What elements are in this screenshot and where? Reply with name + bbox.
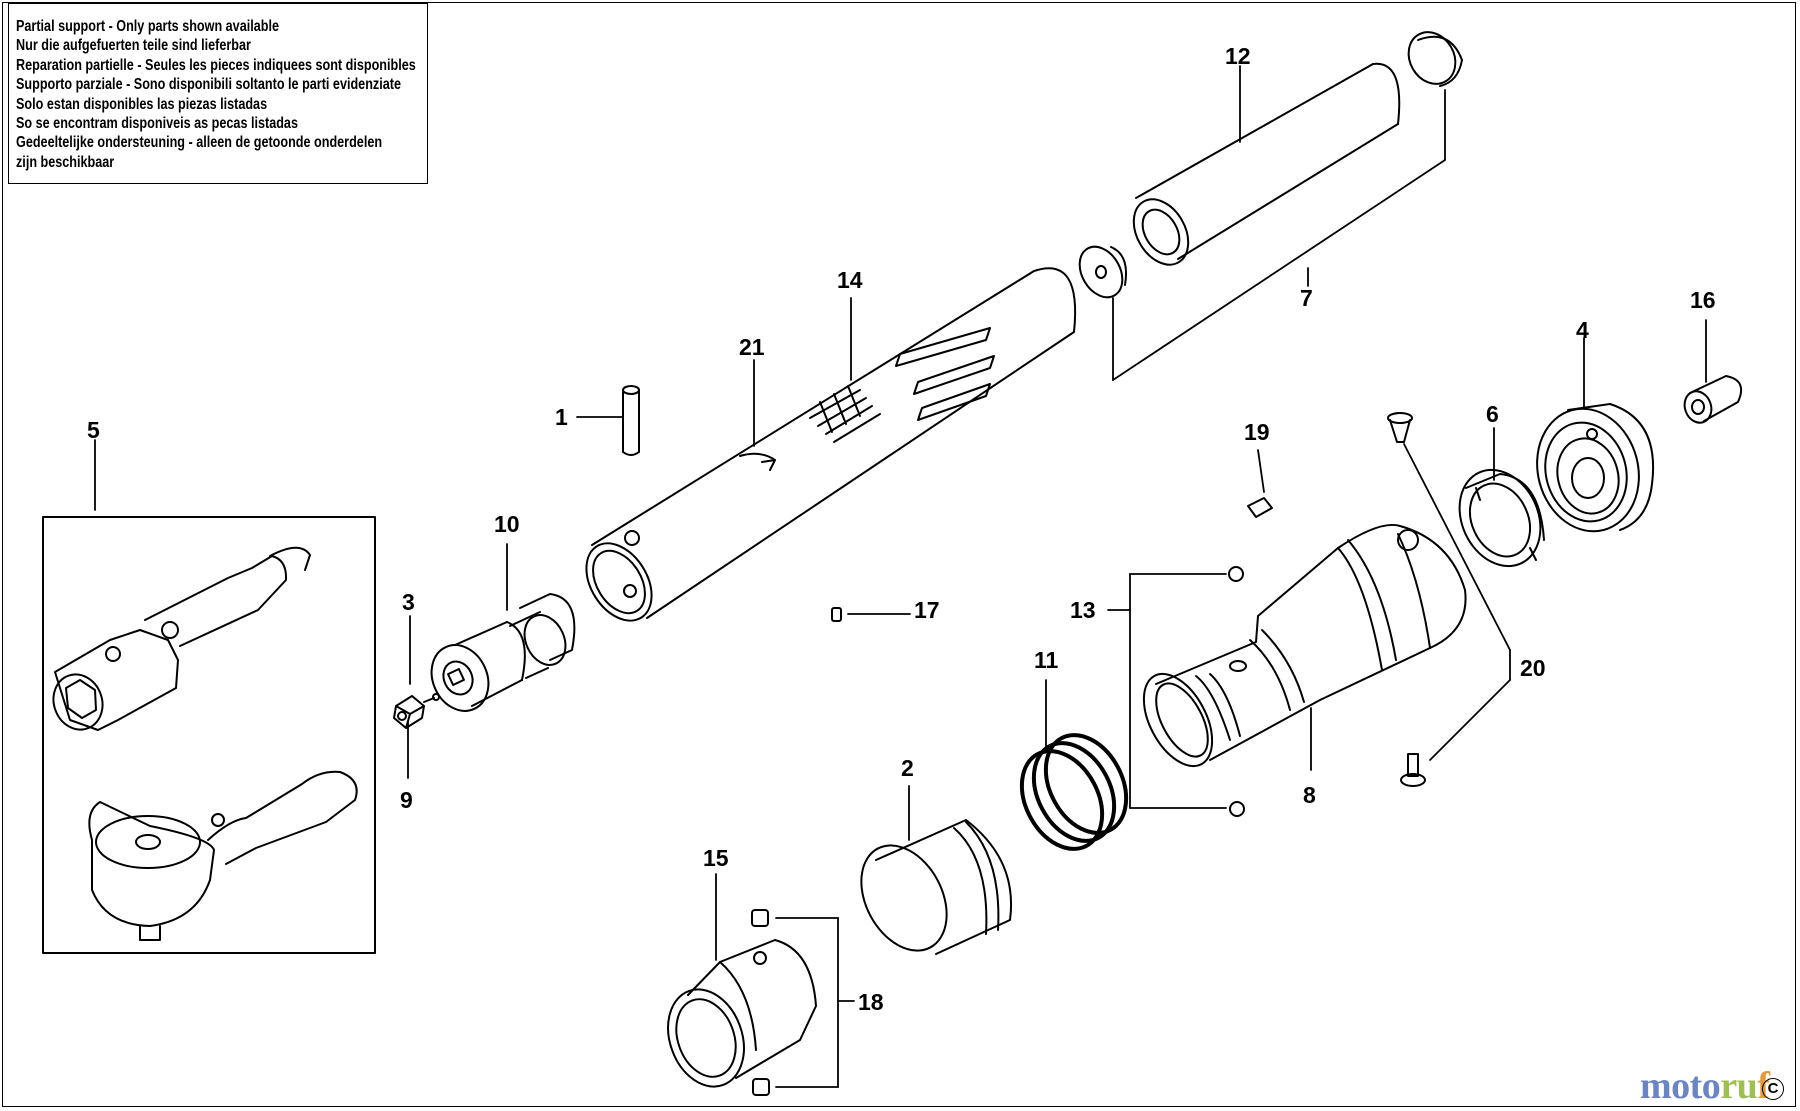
- callout-21: 21: [739, 334, 765, 360]
- part-10-coupling: [430, 593, 576, 712]
- part-12-sleeve: [1132, 62, 1401, 266]
- part-17-pin: [831, 607, 842, 622]
- part-2-sleeve: [860, 819, 1012, 955]
- copyright-icon: C: [1762, 1078, 1784, 1100]
- callout-20: 20: [1520, 655, 1546, 681]
- notice-line: Nur die aufgefuerten teile sind lieferba…: [16, 37, 251, 55]
- part-6-nut: [1458, 468, 1545, 568]
- leader-lines: [94, 65, 1707, 1088]
- watermark-logo: motoruf: [1640, 1064, 1770, 1108]
- part-7-cap-top: [1407, 31, 1463, 87]
- callout-1: 1: [555, 404, 568, 430]
- callout-11: 11: [1034, 647, 1059, 673]
- part-11-spring-ring: [1019, 733, 1129, 851]
- callout-13: 13: [1070, 597, 1096, 623]
- part-4-end-cap: [1536, 403, 1654, 533]
- callout-3: 3: [402, 589, 415, 615]
- notice-line: Solo estan disponibles las piezas listad…: [16, 95, 268, 113]
- part-8-main-body: [1142, 524, 1467, 768]
- notice-line: zijn beschikbaar: [16, 153, 115, 171]
- callout-10: 10: [494, 511, 520, 537]
- callout-12: 12: [1225, 43, 1251, 69]
- callout-4: 4: [1576, 317, 1589, 343]
- callout-18: 18: [858, 989, 884, 1015]
- part-5-ratchet-head: [88, 770, 358, 941]
- part-7-cap-bottom: [1078, 245, 1127, 299]
- part-20-screw-bottom: [1400, 753, 1426, 787]
- part-15-nose-cone: [667, 939, 817, 1088]
- part-13-ball-bottom: [1229, 801, 1245, 817]
- notice-line: Gedeeltelijke ondersteuning - alleen de …: [16, 134, 383, 152]
- callout-6: 6: [1486, 401, 1499, 427]
- watermark-part: ru: [1720, 1065, 1758, 1107]
- part-5-kit-box: [42, 516, 376, 954]
- callout-2: 2: [901, 755, 914, 781]
- callout-16: 16: [1690, 287, 1716, 313]
- part-3-block: [393, 693, 440, 729]
- callout-19: 19: [1244, 419, 1270, 445]
- callout-15: 15: [703, 845, 729, 871]
- callout-numbers: 12 7 14 21 1 5 10 3 9 17 19 16 4 6 20 13…: [87, 43, 1716, 1015]
- notice-line: Reparation partielle - Seules les pieces…: [16, 56, 416, 74]
- part-18-pin-top: [751, 909, 769, 927]
- notice-line: So se encontram disponiveis as pecas lis…: [16, 115, 298, 133]
- part-18-pin-bottom: [752, 1078, 770, 1096]
- part-16-bushing: [1683, 375, 1742, 424]
- part-13-ball-top: [1228, 566, 1244, 582]
- callout-8: 8: [1303, 782, 1316, 808]
- callout-5: 5: [87, 417, 100, 443]
- part-20-screw-top: [1387, 412, 1413, 443]
- callout-7: 7: [1300, 285, 1313, 311]
- part-19-pin: [1247, 497, 1273, 518]
- callout-17: 17: [914, 597, 940, 623]
- notice-line: Partial support - Only parts shown avail…: [16, 18, 279, 35]
- part-1-pin: [622, 385, 640, 456]
- availability-notice: Partial support - Only parts shown avail…: [8, 3, 428, 184]
- callout-14: 14: [837, 267, 863, 293]
- part-5-socket-head: [52, 546, 311, 731]
- callout-9: 9: [400, 787, 413, 813]
- notice-line: Supporto parziale - Sono disponibili sol…: [16, 76, 401, 94]
- watermark-part: moto: [1640, 1065, 1721, 1107]
- part-14-handle-tube: [585, 267, 1077, 622]
